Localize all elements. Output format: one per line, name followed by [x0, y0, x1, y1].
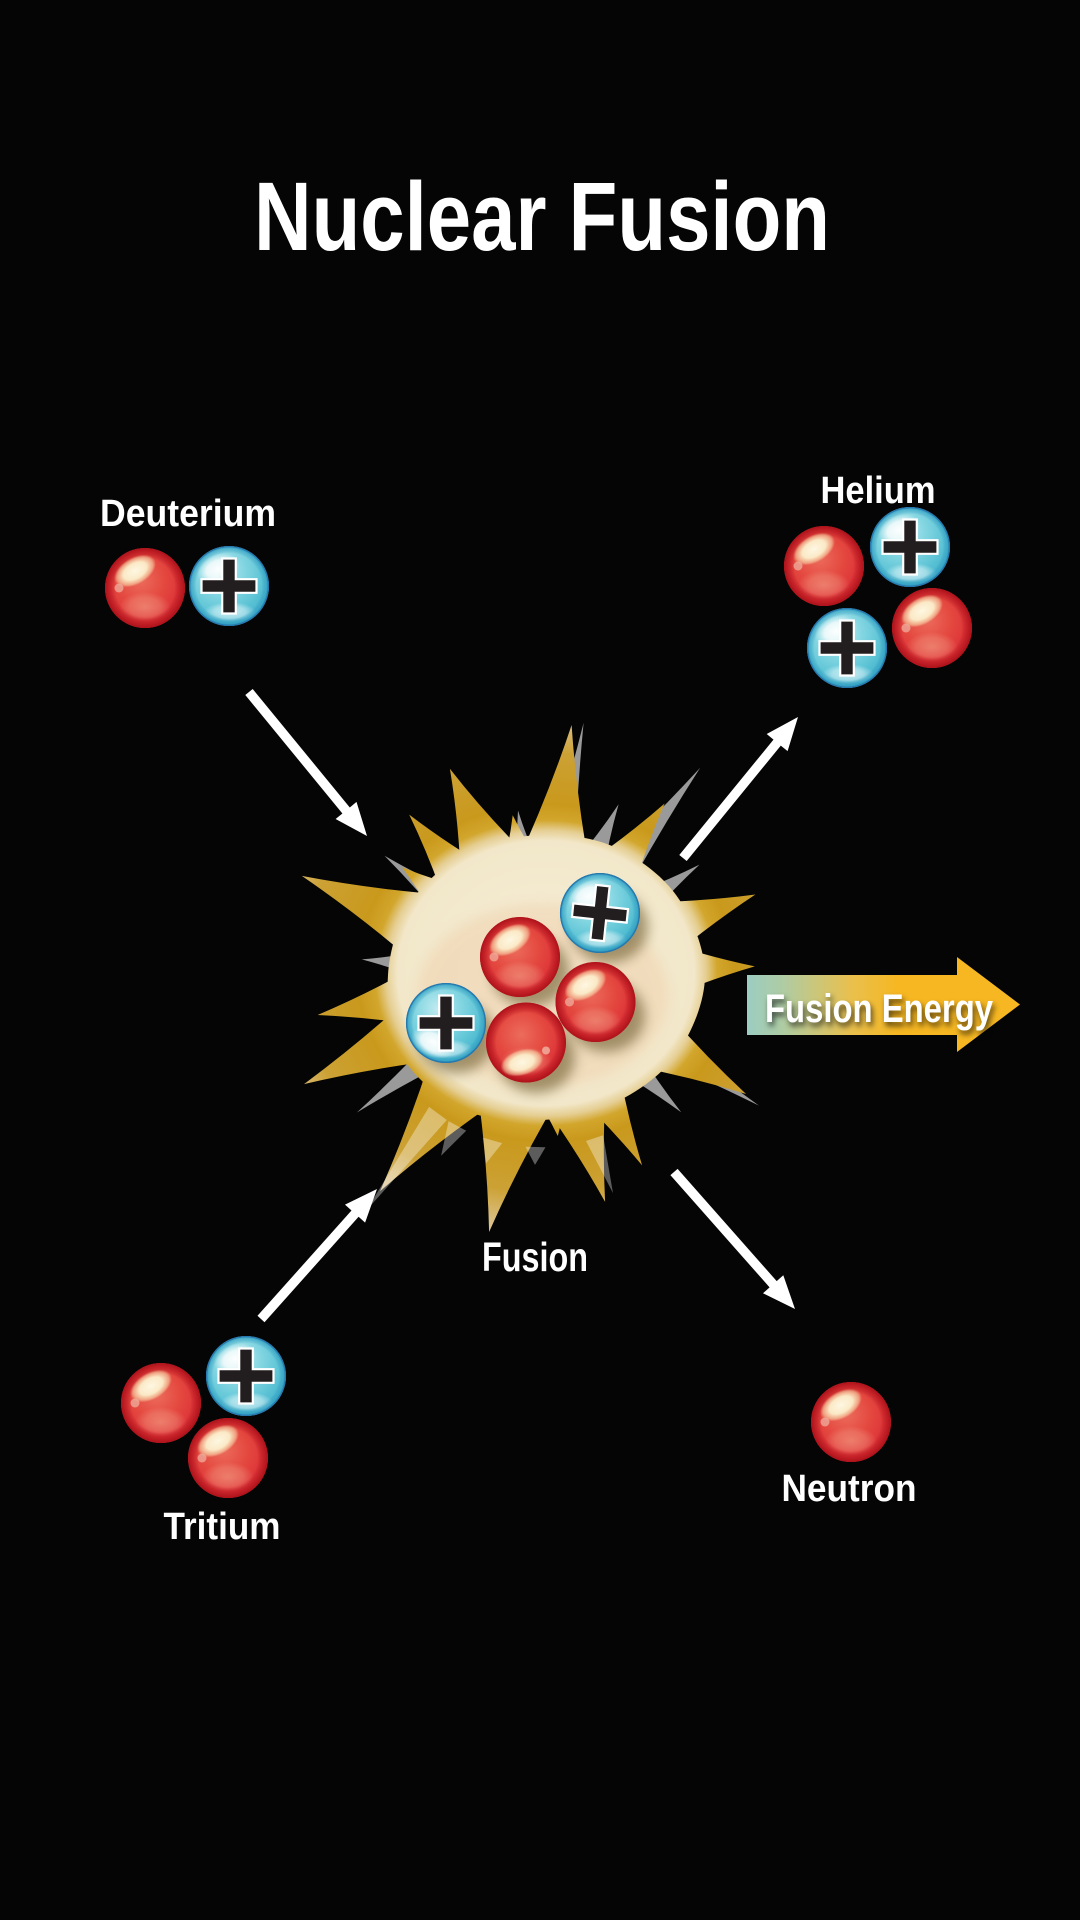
svg-text:Fusion Energy: Fusion Energy	[765, 987, 994, 1031]
svg-text:Helium: Helium	[821, 470, 936, 512]
svg-text:Deuterium: Deuterium	[100, 493, 276, 535]
svg-text:Fusion: Fusion	[482, 1234, 588, 1280]
svg-text:Nuclear Fusion: Nuclear Fusion	[254, 162, 830, 271]
svg-text:Tritium: Tritium	[164, 1506, 281, 1548]
svg-text:Neutron: Neutron	[782, 1468, 917, 1510]
